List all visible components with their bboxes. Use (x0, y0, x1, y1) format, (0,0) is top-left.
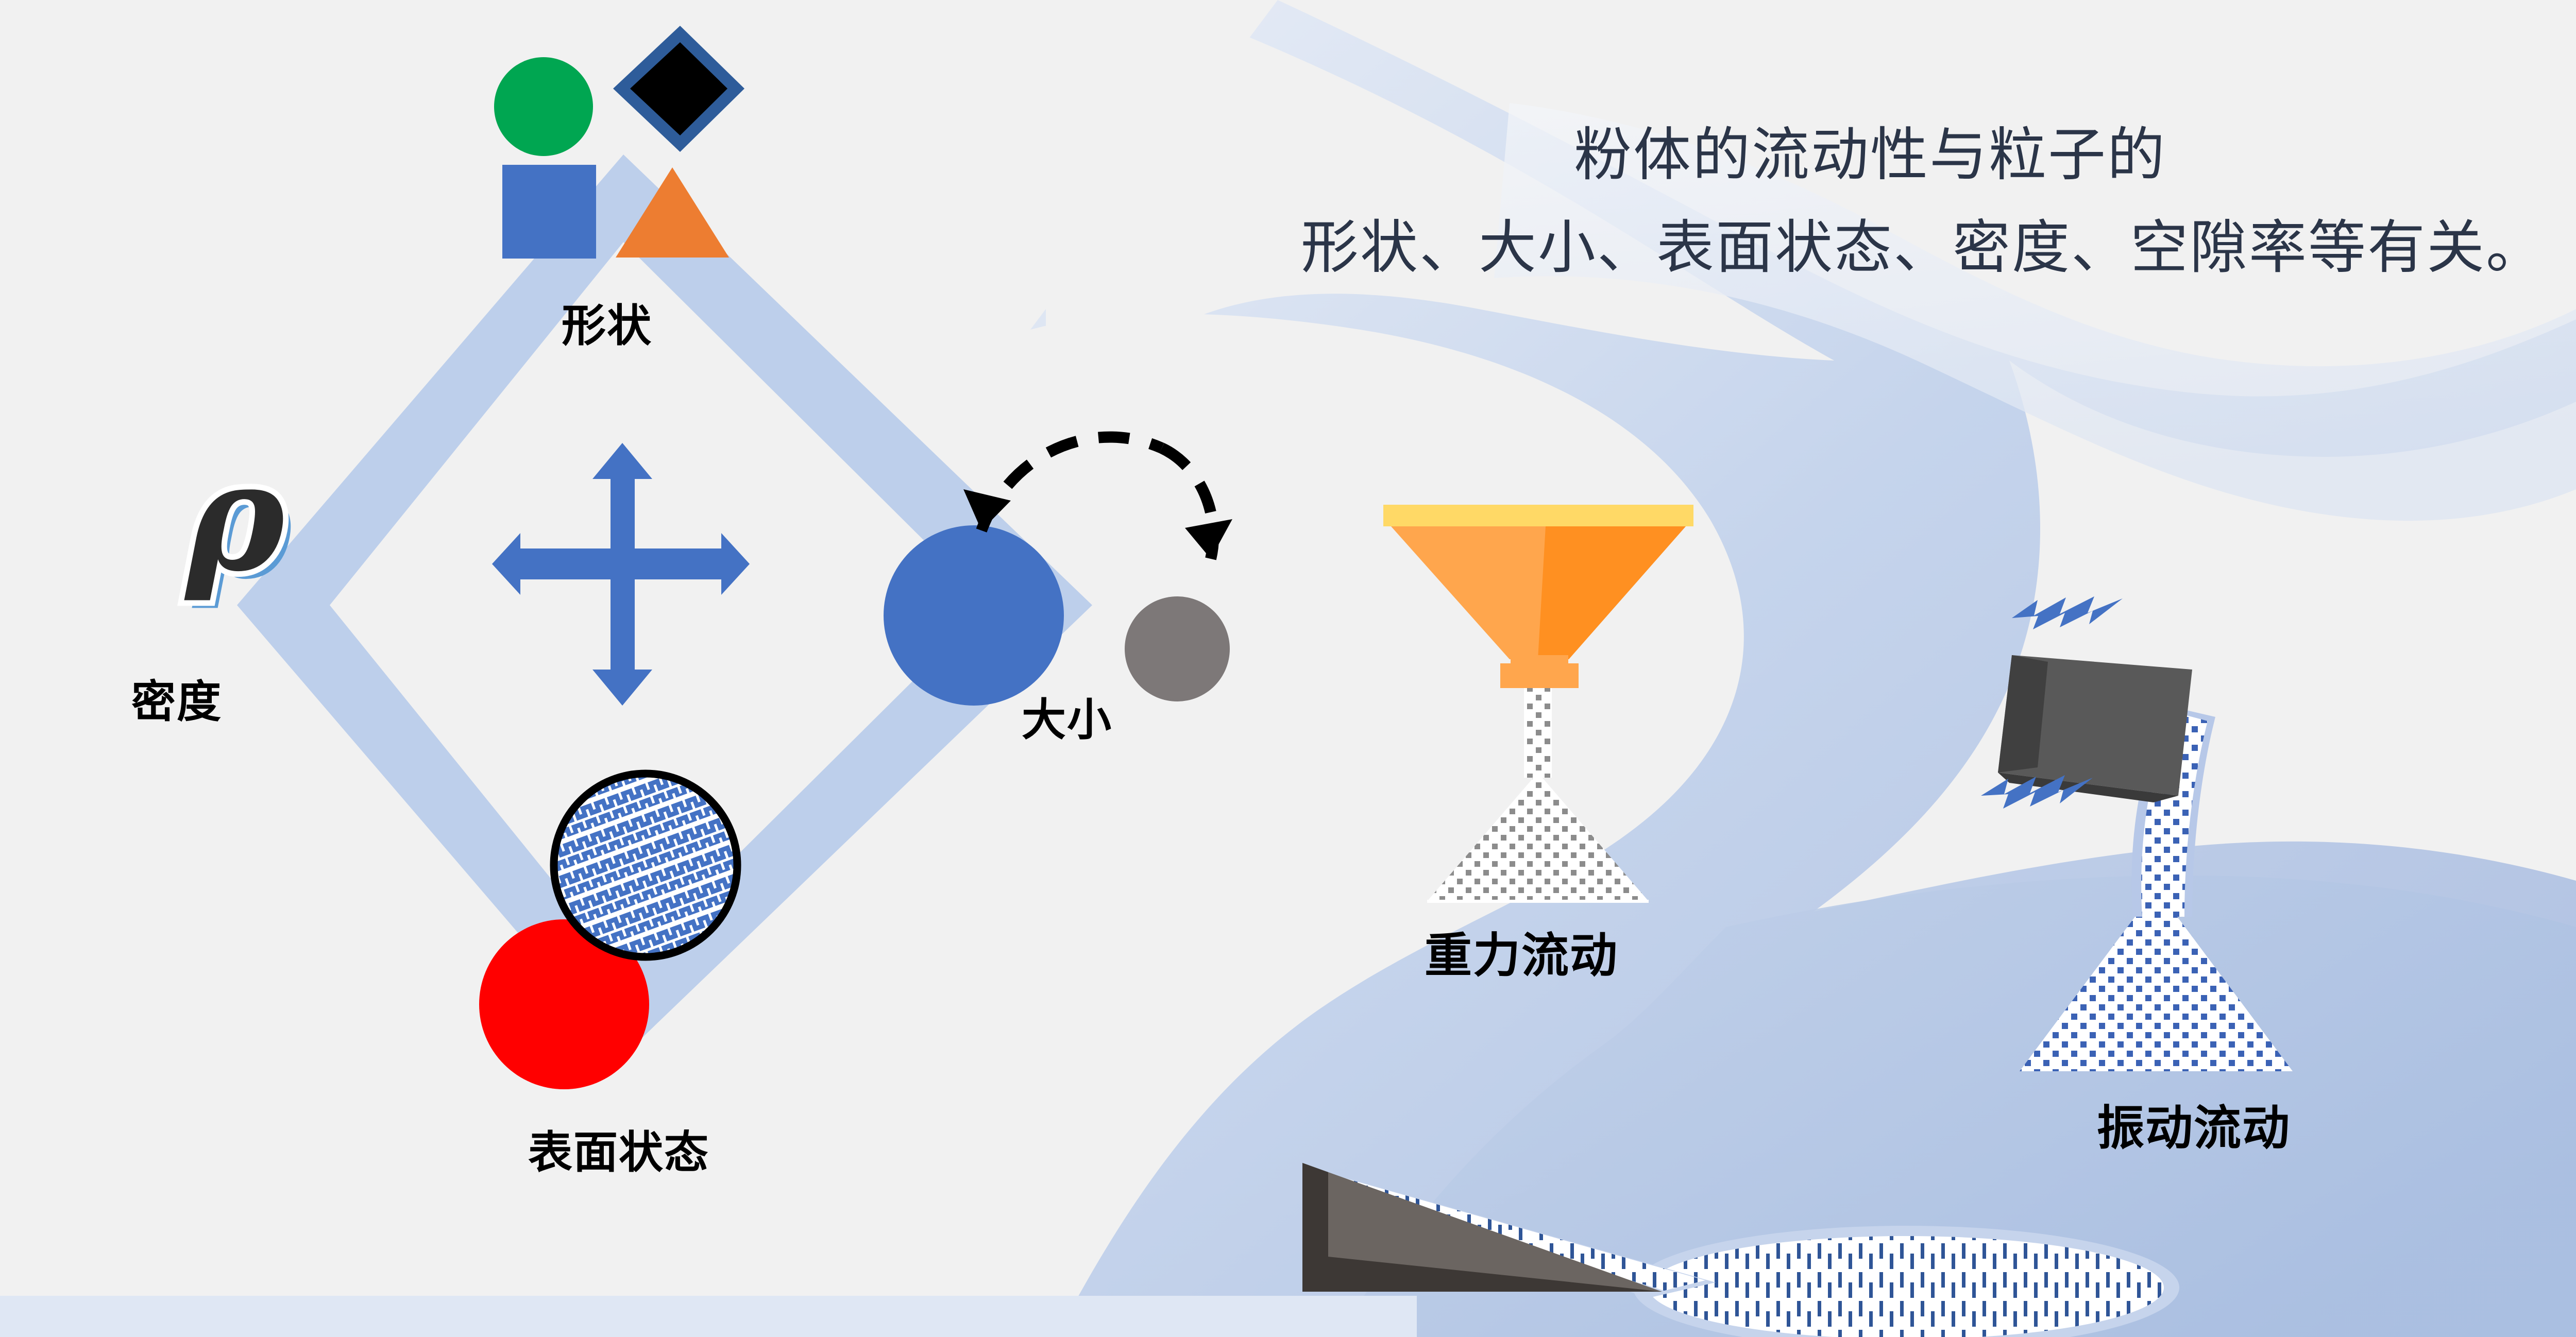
wave-shape-lower (1340, 876, 2576, 1337)
gravity-powder-pile (1427, 773, 1649, 901)
orange-triangle-icon (616, 167, 729, 258)
surface-state-node-icons (479, 769, 741, 1089)
funnel-rim (1383, 505, 1693, 526)
node-label-shape: 形状 (562, 300, 652, 352)
flow-label-vibration: 振动流动 (2097, 1101, 2291, 1156)
svg-text:ρ: ρ (191, 437, 293, 612)
ramp-powder-slide (1311, 1170, 1705, 1291)
lightning-bolt-icon (1981, 775, 2093, 809)
rho-density-symbol: ρ ρ (177, 424, 293, 612)
funnel-collar (1500, 663, 1579, 688)
svg-text:ρ: ρ (183, 430, 285, 605)
blue-square-icon (502, 165, 596, 259)
inclined-ramp-icon (1302, 1163, 1662, 1292)
ramp-powder-spread (1649, 1236, 2164, 1337)
dashed-double-arrow-icon (963, 431, 1232, 560)
funnel-cone-shade (1538, 526, 1686, 659)
surface-magnifier-icon (550, 769, 741, 961)
flow-label-gravity: 重力流动 (1425, 928, 1619, 983)
lightning-bolt-icon (2012, 596, 2123, 629)
bottom-strip (0, 1296, 1417, 1337)
node-label-density: 密度 (131, 676, 222, 728)
red-particle-icon (479, 919, 649, 1089)
vibrating-plate-icon (1998, 655, 2192, 802)
diamond-band (237, 155, 1092, 1056)
wave-shape-pale (1494, 103, 2576, 521)
title-line-1: 粉体的流动性与粒子的 (1574, 122, 2166, 188)
size-node-icons (884, 431, 1232, 706)
large-blue-particle-icon (884, 525, 1064, 706)
small-gray-particle-icon (1125, 596, 1230, 701)
title-line-2: 形状、大小、表面状态、密度、空隙率等有关。 (1301, 214, 2545, 281)
vibration-powder-pile (2020, 888, 2293, 1071)
shape-node-icons (494, 26, 744, 259)
gravity-powder-stream (1524, 685, 1552, 778)
node-label-surface-state: 表面状态 (528, 1127, 709, 1178)
four-way-arrow-icon (492, 443, 750, 706)
green-circle-icon (494, 57, 593, 156)
orange-funnel-icon (1383, 505, 1693, 688)
node-label-size: 大小 (1022, 694, 1112, 746)
wave-notch-upper (1046, 0, 1834, 464)
black-diamond-icon (613, 26, 744, 152)
